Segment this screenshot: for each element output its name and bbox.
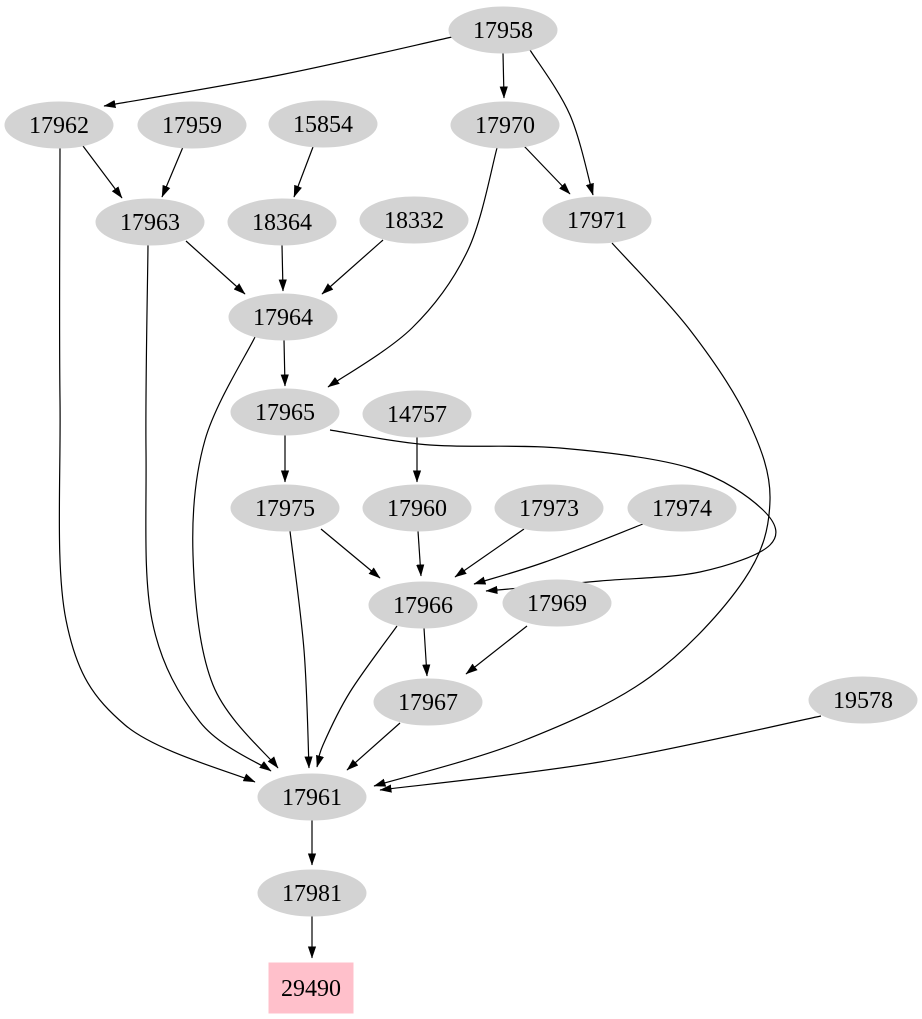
node-ellipse-17970	[450, 101, 560, 149]
node-label-29490: 29490	[281, 976, 341, 1002]
nodes-layer: 17958 17962 17959 15854 17970 17963 18364 18332…	[4, 6, 918, 1014]
node-ellipse-18364	[227, 198, 337, 246]
graph-node-17974: 17974	[627, 484, 737, 532]
edge-17966-17967	[422, 627, 431, 677]
node-ellipse-17967	[373, 678, 483, 726]
edge-18332-17964	[321, 239, 384, 295]
edge-17971-17961	[373, 242, 771, 787]
edge-17958-17971	[529, 49, 594, 196]
node-ellipse-17975	[230, 484, 340, 532]
node-label-18332: 18332	[384, 208, 444, 234]
node-ellipse-17965	[230, 388, 340, 436]
edge-17960-17966	[416, 530, 425, 577]
node-label-17958: 17958	[473, 18, 533, 44]
graph-node-17958: 17958	[448, 6, 558, 54]
node-label-17960: 17960	[387, 496, 447, 522]
graph-node-17961: 17961	[257, 773, 367, 821]
node-label-19578: 19578	[833, 688, 893, 714]
edge-17970-17971	[523, 145, 571, 195]
graph-node-15854: 15854	[268, 100, 378, 148]
graph-node-17973: 17973	[494, 484, 604, 532]
node-label-17959: 17959	[162, 113, 222, 139]
node-ellipse-17964	[228, 293, 338, 341]
graph-node-17959: 17959	[137, 101, 247, 149]
node-label-17964: 17964	[253, 305, 313, 331]
node-ellipse-17973	[494, 484, 604, 532]
node-label-17970: 17970	[475, 113, 535, 139]
edge-19578-17961	[379, 715, 822, 793]
edge-17966-17961	[316, 625, 398, 768]
node-label-17962: 17962	[29, 113, 89, 139]
graph-node-17975: 17975	[230, 484, 340, 532]
edge-18364-17964	[278, 244, 287, 292]
edge-17958-17970	[499, 52, 508, 99]
edge-17975-17966	[320, 528, 381, 579]
graph-node-29490: 29490	[268, 962, 354, 1014]
node-ellipse-17966	[368, 581, 478, 629]
node-ellipse-17969	[502, 579, 612, 627]
graph-node-17963: 17963	[95, 198, 205, 246]
graph-node-17967: 17967	[373, 678, 483, 726]
edge-17962-17963	[82, 145, 123, 199]
edge-15854-18364	[293, 146, 314, 198]
graph-node-17964: 17964	[228, 293, 338, 341]
node-ellipse-14757	[362, 390, 472, 438]
edge-17974-17966	[473, 523, 644, 585]
node-ellipse-18332	[359, 196, 469, 244]
node-label-17971: 17971	[567, 208, 627, 234]
edge-17973-17966	[454, 528, 525, 578]
node-ellipse-17960	[362, 484, 472, 532]
node-ellipse-17981	[257, 869, 367, 917]
graph-node-17981: 17981	[257, 869, 367, 917]
node-box-29490	[268, 962, 354, 1014]
graph-node-17965: 17965	[230, 388, 340, 436]
edge-17975-17961	[289, 530, 313, 769]
node-ellipse-17958	[448, 6, 558, 54]
graph-node-17971: 17971	[542, 196, 652, 244]
node-ellipse-17974	[627, 484, 737, 532]
edge-17959-17963	[161, 146, 184, 198]
node-label-17963: 17963	[120, 210, 180, 236]
node-ellipse-17971	[542, 196, 652, 244]
edge-17965-17966	[329, 429, 777, 595]
edge-17970-17965	[327, 147, 498, 388]
graph-node-17962: 17962	[4, 101, 114, 149]
graph-node-14757: 14757	[362, 390, 472, 438]
edge-17964-17965	[280, 339, 289, 387]
node-label-17981: 17981	[282, 881, 342, 907]
node-label-17969: 17969	[527, 591, 587, 617]
graph-node-18364: 18364	[227, 198, 337, 246]
graph-node-17966: 17966	[368, 581, 478, 629]
node-label-17974: 17974	[652, 496, 712, 522]
edge-17962-17961	[58, 147, 256, 783]
node-ellipse-15854	[268, 100, 378, 148]
node-ellipse-17959	[137, 101, 247, 149]
node-label-17965: 17965	[255, 400, 315, 426]
graph-node-17970: 17970	[450, 101, 560, 149]
edge-17963-17961	[145, 244, 272, 772]
node-ellipse-17962	[4, 101, 114, 149]
node-label-17973: 17973	[519, 496, 579, 522]
node-label-17966: 17966	[393, 593, 453, 619]
graph-node-17969: 17969	[502, 579, 612, 627]
edge-17967-17961	[346, 722, 401, 771]
node-label-17975: 17975	[255, 496, 315, 522]
edge-17963-17964	[185, 240, 246, 295]
node-label-17961: 17961	[282, 785, 342, 811]
node-label-17967: 17967	[398, 690, 458, 716]
node-ellipse-17961	[257, 773, 367, 821]
graph-node-18332: 18332	[359, 196, 469, 244]
node-label-14757: 14757	[387, 402, 447, 428]
edge-17964-17961	[192, 336, 279, 769]
graph-node-17960: 17960	[362, 484, 472, 532]
node-label-18364: 18364	[252, 210, 312, 236]
graph-node-19578: 19578	[808, 676, 918, 724]
edge-17958-17962	[103, 36, 453, 109]
edge-17969-17967	[465, 625, 528, 675]
node-ellipse-17963	[95, 198, 205, 246]
edges-layer	[58, 36, 822, 959]
node-label-15854: 15854	[293, 112, 353, 138]
node-ellipse-19578	[808, 676, 918, 724]
